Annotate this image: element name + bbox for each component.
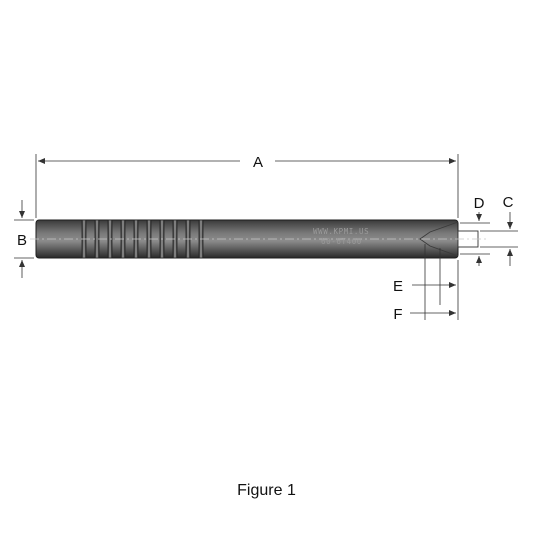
dimension-d [460, 212, 490, 266]
dimension-c [480, 212, 518, 266]
engraving-line-2: 60-6T400 [321, 237, 362, 246]
dimension-label-b: B [17, 232, 27, 249]
engraving-line-1: WWW.KPMI.US [313, 227, 369, 236]
rod-tip-chamfer [419, 221, 459, 257]
dimension-label-e: E [393, 278, 403, 295]
dimension-label-d: D [474, 195, 485, 212]
dimension-label-f: F [393, 306, 402, 323]
dimension-b [14, 200, 34, 278]
figure-caption: Figure 1 [237, 482, 296, 499]
rod: WWW.KPMI.US 60-6T400 [30, 219, 488, 259]
dimension-a [35, 154, 459, 218]
dimension-e [412, 248, 459, 320]
dimension-label-c: C [503, 194, 514, 211]
dimension-label-a: A [253, 154, 263, 171]
dimension-f [410, 244, 456, 320]
